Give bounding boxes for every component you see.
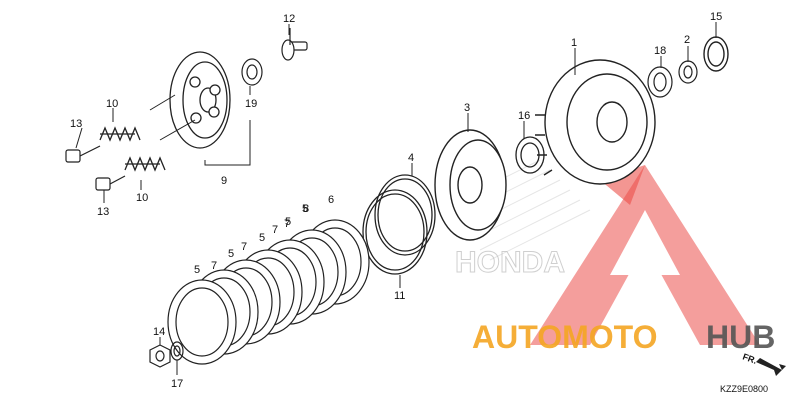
callout-4: 4 <box>408 152 414 164</box>
part-18-needle-bearing <box>647 66 673 98</box>
watermark-brand: AUTOMOTO HUB <box>472 319 775 355</box>
callout-5c: 5 <box>259 232 265 244</box>
clutch-plate-stack <box>167 219 370 365</box>
direction-label: FR. <box>741 351 758 365</box>
part-3-clutch-center <box>434 129 507 241</box>
part-2-collar <box>678 60 698 84</box>
part-15-thrust-washer <box>703 36 729 72</box>
watermark-brand-part1: AUTOMOTO <box>472 319 657 355</box>
callout-18: 18 <box>654 45 666 57</box>
callout-13a: 13 <box>70 118 82 130</box>
callout-15: 15 <box>710 11 722 23</box>
arrow-down-right-icon <box>756 358 786 376</box>
callout-7d: 7 <box>284 218 290 230</box>
callout-8: 8 <box>303 203 309 215</box>
leader-lines-9 <box>149 94 251 166</box>
part-10-spring-upper <box>99 126 141 142</box>
part-4-spring-seat <box>374 174 436 256</box>
callout-10a: 10 <box>106 98 118 110</box>
callout-9: 9 <box>221 175 227 187</box>
callout-5e: 5 <box>302 203 308 215</box>
callout-1: 1 <box>571 37 577 49</box>
callout-5d: 5 <box>285 216 291 228</box>
leader-lines <box>75 22 717 375</box>
part-16-thrust-washer <box>515 136 545 174</box>
callout-2: 2 <box>684 34 690 46</box>
watermark-logo <box>530 165 760 345</box>
callout-7c: 7 <box>272 224 278 236</box>
callout-12: 12 <box>283 13 295 25</box>
callout-6: 6 <box>328 194 334 206</box>
part-19-bearing <box>241 58 263 86</box>
callout-7b: 7 <box>241 241 247 253</box>
watermark-faint-honda: HONDA <box>455 246 565 279</box>
callout-11: 11 <box>394 290 405 302</box>
watermark-brand-part2: HUB <box>706 319 775 355</box>
callout-14: 14 <box>153 326 165 338</box>
part-10-spring-lower <box>124 156 166 172</box>
callout-7a: 7 <box>211 260 217 272</box>
callout-10b: 10 <box>136 192 148 204</box>
callout-17: 17 <box>171 378 183 390</box>
diagram-code: KZZ9E0800 <box>720 384 768 394</box>
direction-indicator: FR. <box>741 351 786 376</box>
part-11-judder-spring <box>362 189 428 275</box>
part-9-pressure-plate <box>169 51 231 149</box>
callout-5a: 5 <box>194 264 200 276</box>
callout-16: 16 <box>518 110 530 122</box>
part-13-bolt-upper <box>65 145 101 163</box>
part-1-clutch-outer <box>535 59 656 185</box>
part-12-lifter-rod <box>281 28 308 61</box>
callout-3: 3 <box>464 102 470 114</box>
part-14-lock-nut <box>149 344 171 368</box>
callout-19: 19 <box>245 98 257 110</box>
callout-13b: 13 <box>97 206 109 218</box>
part-13-bolt-lower <box>95 175 126 191</box>
callout-5b: 5 <box>228 248 234 260</box>
callouts: 1 2 3 4 5 5 5 5 5 6 7 7 7 7 8 9 10 10 11… <box>70 11 722 390</box>
